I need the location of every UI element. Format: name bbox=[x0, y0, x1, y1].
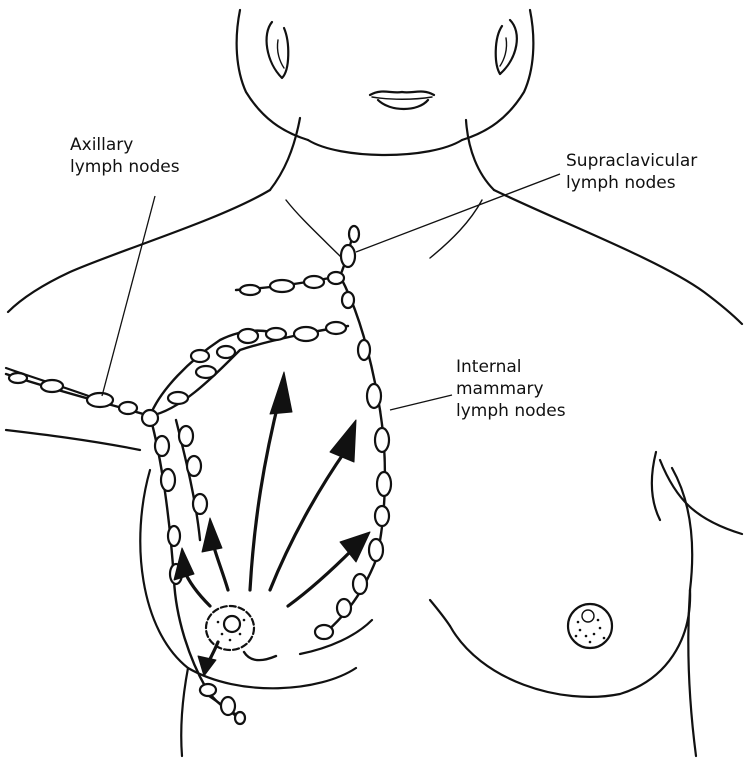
neck-left bbox=[270, 118, 300, 190]
lymph-node bbox=[337, 599, 351, 617]
lymph-node bbox=[353, 574, 367, 594]
lymph-node bbox=[369, 539, 383, 561]
left-breast-underline bbox=[300, 620, 372, 654]
neck-right bbox=[466, 120, 494, 190]
lymph-node bbox=[193, 494, 207, 514]
lymph-node bbox=[294, 327, 318, 341]
lymph-node bbox=[221, 697, 235, 715]
arrow-shaft bbox=[270, 450, 346, 590]
lymph-node bbox=[377, 472, 391, 496]
lymph-nodes bbox=[9, 226, 391, 724]
arrow-up-right-icon bbox=[330, 420, 356, 462]
lymph-node bbox=[238, 329, 258, 343]
left-nipple bbox=[224, 616, 240, 632]
sternum-line bbox=[430, 600, 450, 626]
neck-muscle-left bbox=[286, 200, 346, 262]
lymph-node bbox=[87, 393, 113, 407]
internal-mammary-label: Internal mammary lymph nodes bbox=[456, 356, 566, 422]
nipples bbox=[206, 604, 612, 650]
lymph-node bbox=[217, 346, 235, 358]
nipple-drainage bbox=[244, 652, 276, 660]
arrow-up-center-icon bbox=[270, 372, 292, 414]
left-ear-inner bbox=[277, 40, 284, 68]
lymph-node bbox=[168, 526, 180, 546]
lymph-node bbox=[196, 366, 216, 378]
supraclavicular-leader bbox=[356, 174, 560, 252]
arrow-shaft bbox=[288, 548, 354, 606]
lymph-node bbox=[9, 373, 27, 383]
left-areola bbox=[206, 606, 254, 650]
lymph-node bbox=[240, 285, 260, 295]
arrow-down-icon bbox=[198, 656, 216, 676]
arrow-shaft bbox=[250, 396, 280, 590]
axillary-label: Axillary lymph nodes bbox=[70, 134, 180, 178]
internal-mammary-leader bbox=[390, 395, 452, 410]
internal-mammary-label-line2: mammary bbox=[456, 378, 566, 400]
lymph-node bbox=[358, 340, 370, 360]
lymph-node bbox=[375, 428, 389, 452]
axillary-leader bbox=[102, 196, 155, 396]
face-left-contour bbox=[237, 10, 308, 140]
lymph-node bbox=[326, 322, 346, 334]
upper-lip bbox=[370, 91, 434, 95]
right-ear-inner bbox=[500, 38, 507, 66]
right-armpit bbox=[652, 452, 660, 520]
internal-mammary-label-line1: Internal bbox=[456, 356, 566, 378]
face-right-contour bbox=[462, 10, 533, 140]
right-shoulder bbox=[494, 190, 742, 324]
left-areola-dots bbox=[217, 619, 246, 642]
axillary-label-line1: Axillary bbox=[70, 134, 180, 156]
internal-mammary-label-line3: lymph nodes bbox=[456, 400, 566, 422]
right-arm-inner bbox=[660, 460, 742, 534]
arrow-up-left-icon bbox=[202, 518, 222, 552]
left-arm-lower-edge bbox=[6, 430, 140, 450]
lymph-node bbox=[187, 456, 201, 476]
left-torso-side bbox=[181, 668, 188, 756]
lymph-node bbox=[161, 469, 175, 491]
right-torso-side bbox=[688, 590, 696, 756]
right-breast-outline bbox=[450, 590, 690, 697]
supraclavicular-label: Supraclavicular lymph nodes bbox=[566, 150, 697, 194]
mouth-line bbox=[372, 97, 432, 99]
lymph-node bbox=[142, 410, 158, 426]
lymph-node bbox=[328, 272, 344, 284]
supraclavicular-label-line1: Supraclavicular bbox=[566, 150, 697, 172]
lymph-node bbox=[375, 506, 389, 526]
axillary-label-line2: lymph nodes bbox=[70, 156, 180, 178]
lymph-node bbox=[367, 384, 381, 408]
lymph-node bbox=[304, 276, 324, 288]
head bbox=[237, 10, 534, 155]
lymph-node bbox=[341, 245, 355, 267]
lower-lip bbox=[378, 100, 428, 109]
lymph-node bbox=[266, 328, 286, 340]
lymph-node bbox=[179, 426, 193, 446]
lymph-node bbox=[191, 350, 209, 362]
chin bbox=[308, 140, 462, 155]
lymph-node bbox=[200, 684, 216, 696]
drainage-arrows bbox=[174, 372, 370, 676]
lymph-node bbox=[119, 402, 137, 414]
supraclavicular-label-line2: lymph nodes bbox=[566, 172, 697, 194]
lymph-node bbox=[155, 436, 169, 456]
lymph-node bbox=[349, 226, 359, 242]
right-breast-side bbox=[672, 468, 692, 590]
neck-muscle-right bbox=[430, 200, 482, 258]
lymph-node bbox=[270, 280, 294, 292]
right-nipple bbox=[582, 610, 594, 622]
lymph-node bbox=[41, 380, 63, 392]
lymph-node bbox=[342, 292, 354, 308]
lymph-node bbox=[315, 625, 333, 639]
left-shoulder bbox=[8, 190, 270, 312]
lymph-node bbox=[168, 392, 188, 404]
lymph-node bbox=[235, 712, 245, 724]
